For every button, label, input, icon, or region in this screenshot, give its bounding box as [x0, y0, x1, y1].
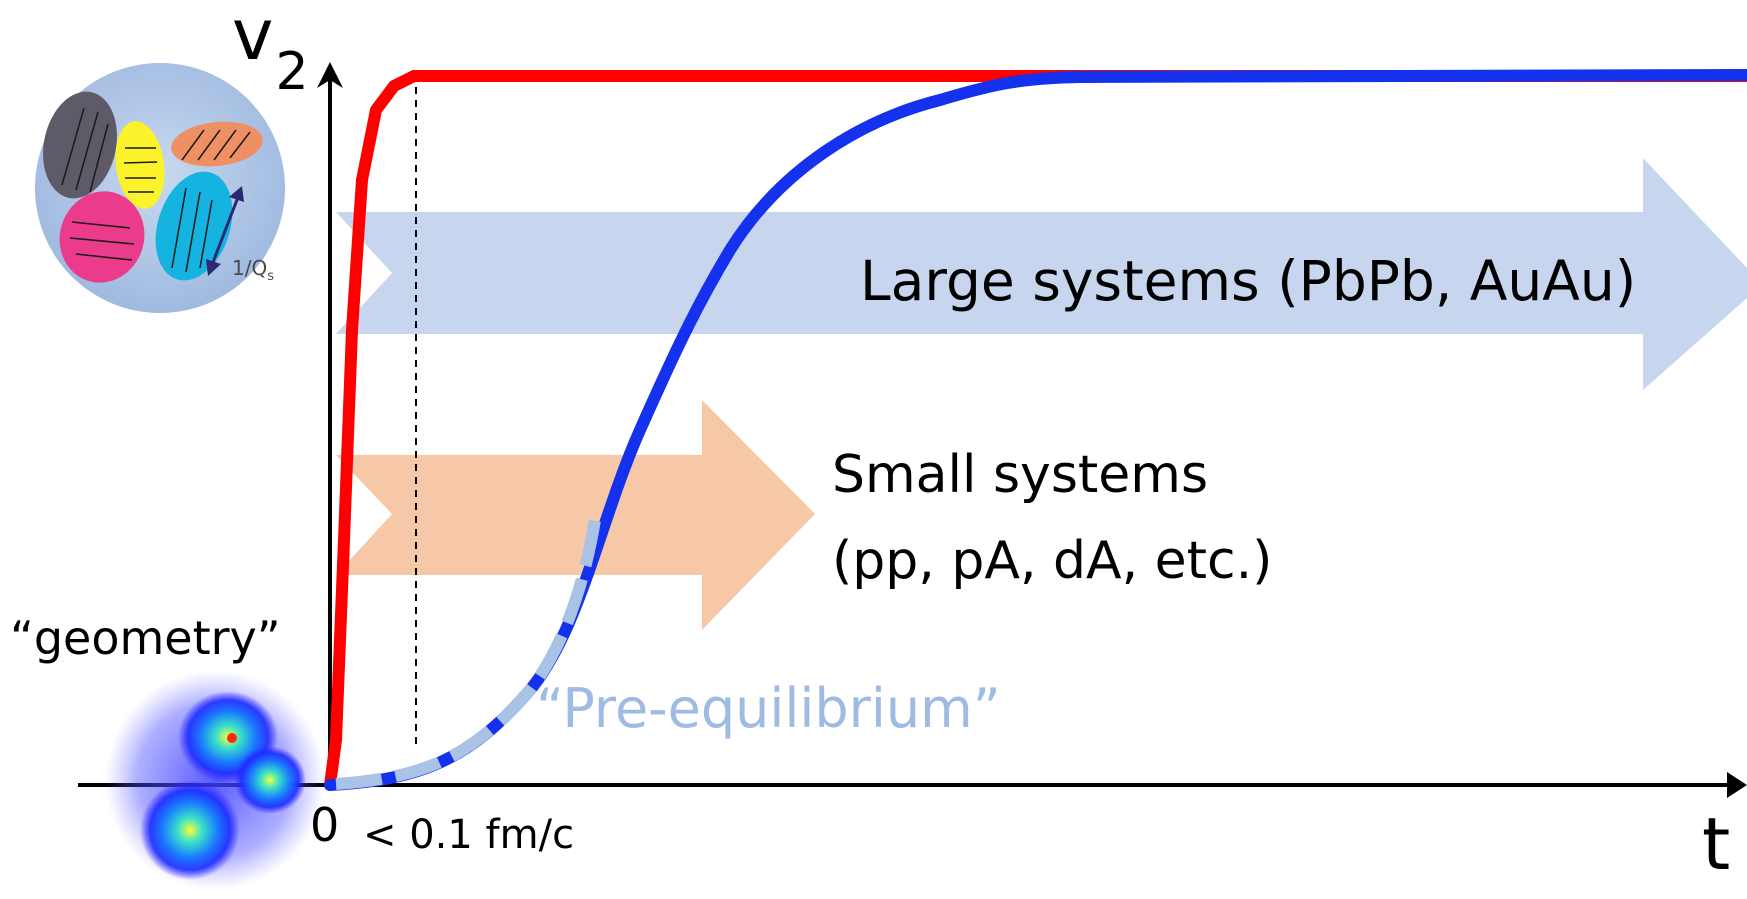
pre-equilibrium-label: “Pre-equilibrium”	[536, 677, 1001, 740]
time-marker-label: < 0.1 fm/c	[363, 812, 575, 858]
field-lines	[61, 107, 251, 273]
qs-scale-arrow	[206, 186, 244, 276]
large-systems-label: Large systems (PbPb, AuAu)	[860, 249, 1637, 313]
fast-rise-curve	[324, 70, 1747, 791]
flux-tube-gray	[43, 91, 117, 199]
small-systems-arrow	[336, 400, 815, 630]
y-axis-arrowhead	[317, 62, 343, 88]
glasma-qs-label-main: 1/Q	[232, 256, 268, 280]
flux-tube-pink	[59, 191, 145, 283]
geometry-label: “geometry”	[10, 611, 281, 665]
glasma-qs-label: 1/Qs	[232, 256, 274, 283]
geometry-blob-right	[234, 746, 306, 814]
geometry-hotspot	[227, 733, 237, 743]
flux-tube-orange	[171, 121, 263, 167]
flux-tube-yellow	[115, 121, 165, 209]
geometry-blob-bottom	[140, 780, 240, 880]
small-systems-label-line1: Small systems	[832, 445, 1209, 505]
x-axis-label: t	[1702, 802, 1731, 886]
geometry-inset	[105, 670, 325, 890]
y-axis-label: v2	[232, 0, 309, 98]
y-axis-label-main: v	[232, 0, 274, 76]
glasma-inset	[35, 63, 285, 313]
x-axis-arrowhead	[1727, 772, 1747, 798]
y-axis-label-subscript: 2	[275, 42, 309, 102]
origin-label: 0	[310, 798, 340, 852]
pre-equilibrium-curve	[335, 519, 601, 790]
glasma-qs-label-subscript: s	[267, 269, 274, 284]
small-systems-label-line2: (pp, pA, dA, etc.)	[832, 531, 1273, 591]
